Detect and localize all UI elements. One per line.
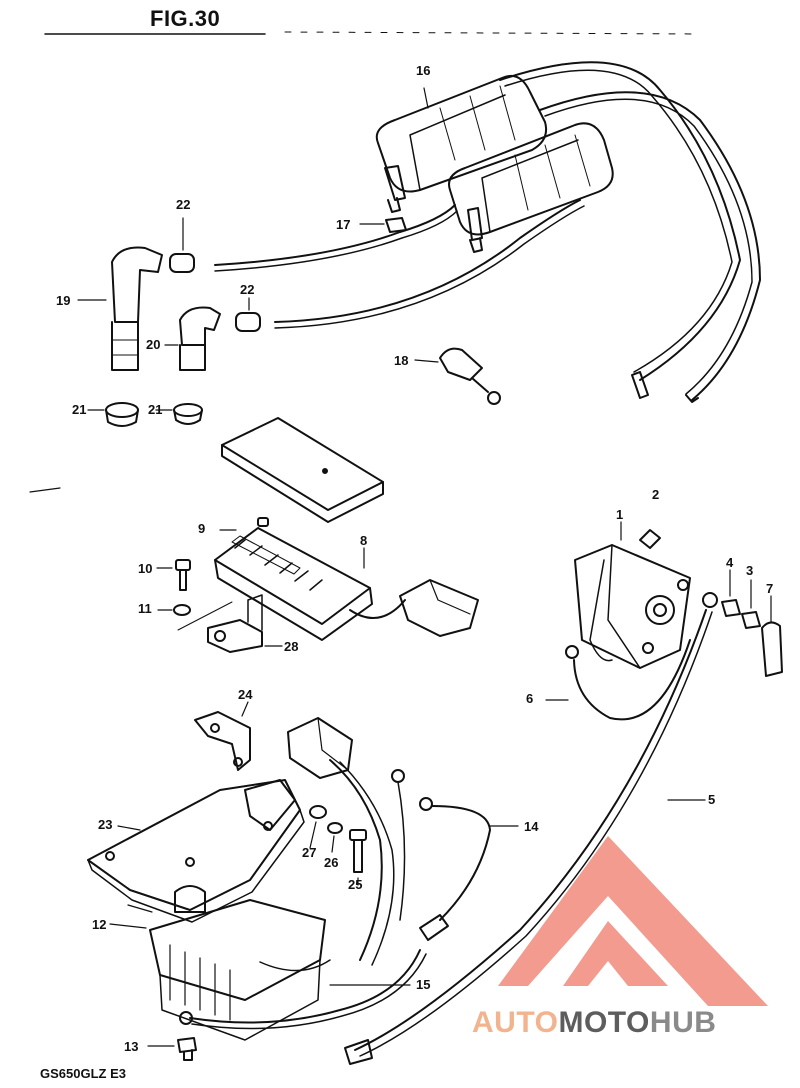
callout-6: 6 (526, 691, 534, 706)
automotohub-logo (498, 836, 768, 1006)
callout-12: 12 (92, 917, 107, 932)
part-22-caps (169, 217, 261, 332)
part-21-seals (87, 402, 203, 427)
callout-17: 17 (336, 217, 351, 232)
callout-27: 27 (302, 845, 317, 860)
logo-triangle-inner (563, 921, 668, 986)
callout-13: 13 (124, 1039, 139, 1054)
part-18-terminal (414, 347, 501, 405)
watermark-text: AUTOMOTOHUB (472, 1006, 716, 1040)
part-11-washer (157, 601, 233, 631)
part-6-lead (545, 639, 691, 721)
part-3-nut (741, 579, 761, 629)
callout-28: 28 (284, 639, 299, 654)
figure-title: FIG.30 (150, 6, 221, 31)
part-13-screw (147, 1037, 197, 1061)
part-19-plug-cap (77, 246, 163, 371)
part-2-screw (639, 529, 661, 549)
callout-7: 7 (766, 581, 774, 596)
part-17-nut (385, 217, 407, 233)
part-15-harness (179, 949, 427, 1030)
callout-8: 8 (360, 533, 368, 548)
callout-9: 9 (198, 521, 206, 536)
callout-24: 24 (238, 687, 253, 702)
part-7-boot (761, 595, 783, 677)
watermark-hub: HUB (649, 1006, 717, 1039)
part-14-lead (419, 797, 519, 941)
watermark-moto: MOTO (558, 1006, 650, 1039)
part-25-bolt (349, 829, 367, 886)
part-10-bolt (156, 559, 191, 591)
part-12-regulator (109, 899, 331, 1041)
part-8-fuse-box (214, 517, 479, 641)
fuse-box-cover (29, 417, 384, 523)
callout-2: 2 (652, 487, 660, 502)
callout-20: 20 (146, 337, 161, 352)
callout-22-upper: 22 (176, 197, 191, 212)
callout-14: 14 (524, 819, 539, 834)
callout-5: 5 (708, 792, 716, 807)
callout-21-left: 21 (72, 402, 87, 417)
part-28-bracket (207, 594, 283, 653)
part-4-nut (721, 569, 741, 617)
callout-22-lower: 22 (240, 282, 255, 297)
callout-26: 26 (324, 855, 339, 870)
callout-10: 10 (138, 561, 153, 576)
part-5-battery-lead (344, 592, 718, 1065)
part-23-mounting-plate (87, 779, 305, 923)
callout-23: 23 (98, 817, 113, 832)
callout-19: 19 (56, 293, 71, 308)
model-code: GS650GLZ E3 (40, 1066, 126, 1081)
header-rule (284, 31, 701, 35)
regulator-connector (287, 717, 406, 966)
callout-25: 25 (348, 877, 363, 892)
part-26-washer (327, 822, 343, 853)
ignition-coil-assembly (214, 61, 761, 403)
part-1-starter-relay (574, 521, 691, 669)
callout-21-right: 21 (148, 402, 163, 417)
callout-4: 4 (726, 555, 734, 570)
part-27-washer (309, 805, 327, 849)
callout-15: 15 (416, 977, 431, 992)
part-20-plug-cap (164, 306, 221, 371)
callout-11: 11 (138, 601, 152, 616)
logo-triangle-outer (498, 836, 768, 1006)
callout-1: 1 (616, 507, 624, 522)
callout-18: 18 (394, 353, 409, 368)
watermark-auto: AUTO (472, 1006, 559, 1039)
callout-3: 3 (746, 563, 754, 578)
callout-16: 16 (416, 63, 431, 78)
part-24-bracket (194, 701, 251, 771)
